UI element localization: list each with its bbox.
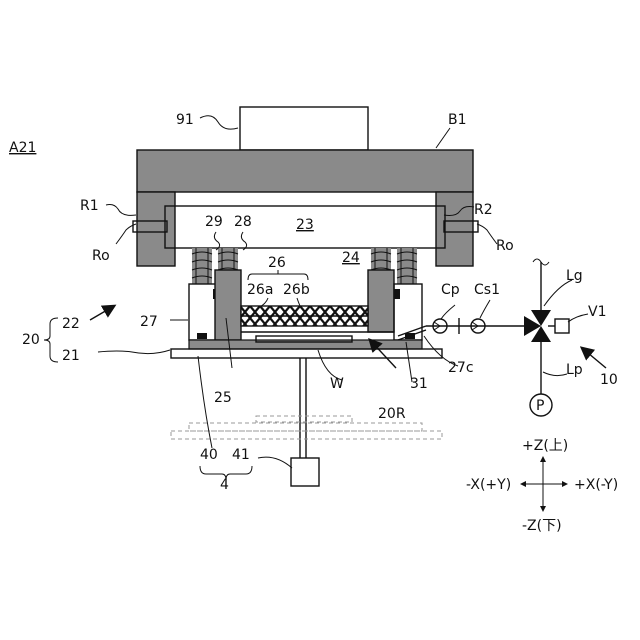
label-w: W (330, 376, 344, 392)
frame-25-left (215, 270, 241, 340)
label-27c: 27c (448, 360, 474, 376)
label-r2: R2 (474, 202, 493, 218)
label-26a: 26a (247, 282, 273, 298)
label-20: 20 (22, 332, 40, 348)
label-26: 26 (268, 255, 286, 271)
label-29: 29 (205, 214, 223, 230)
block-91 (240, 107, 368, 150)
axis-label-x-right: +X(-Y) (574, 477, 618, 493)
stage-21 (171, 349, 442, 358)
label-23: 23 (296, 217, 314, 233)
valve-v1 (524, 310, 551, 342)
axis-label-z-up: +Z(上) (522, 438, 568, 454)
label-r1: R1 (80, 198, 99, 214)
label-v1: V1 (588, 304, 606, 320)
label-24: 24 (342, 250, 360, 266)
label-ro-left: Ro (92, 248, 110, 264)
label-b1: B1 (448, 112, 467, 128)
label-22: 22 (62, 316, 80, 332)
label-25: 25 (214, 390, 232, 406)
block-r1 (137, 192, 175, 266)
label-28: 28 (234, 214, 252, 230)
label-41: 41 (232, 447, 250, 463)
label-cp: Cp (441, 282, 460, 298)
label-4: 4 (220, 477, 229, 493)
label-26b: 26b (283, 282, 310, 298)
label-20r: 20R (378, 406, 406, 422)
axis-label-x-left: -X(+Y) (466, 477, 511, 493)
label-lp: Lp (566, 362, 583, 378)
label-31: 31 (410, 376, 428, 392)
label-21: 21 (62, 348, 80, 364)
label-p: P (536, 398, 544, 414)
body-b1 (137, 150, 473, 192)
label-a21: A21 (9, 140, 36, 156)
axis-cross (520, 456, 568, 512)
axis-label-z-down: -Z(下) (522, 518, 562, 534)
frame-25-right (368, 270, 394, 332)
label-lg: Lg (566, 268, 583, 284)
label-27: 27 (140, 314, 158, 330)
label-10: 10 (600, 372, 618, 388)
brace-20 (44, 318, 58, 362)
label-40: 40 (200, 447, 218, 463)
label-ro-right: Ro (496, 238, 514, 254)
block-r2 (436, 192, 473, 266)
motor-41 (291, 458, 319, 486)
label-91: 91 (176, 112, 194, 128)
label-cs1: Cs1 (474, 282, 500, 298)
